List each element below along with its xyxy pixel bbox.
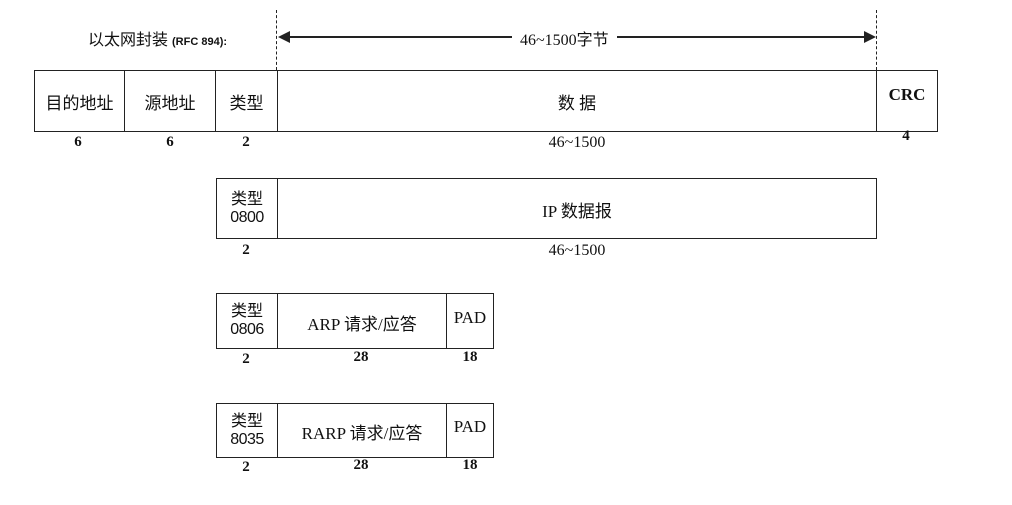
type-size: 2 bbox=[242, 134, 250, 150]
arp-type-field: 类型 0806 bbox=[217, 294, 278, 348]
rarp-pad-field: PAD bbox=[453, 417, 487, 436]
data-field: 数 据 bbox=[278, 71, 877, 131]
rarp-frame: 类型 8035 RARP 请求/应答 PAD bbox=[216, 403, 494, 458]
arp-type-label: 类型 bbox=[230, 303, 263, 320]
crc-size: 4 bbox=[902, 128, 910, 144]
crc-field: CRC bbox=[888, 85, 926, 104]
dest-addr-size: 6 bbox=[74, 134, 82, 150]
rarp-request-reply-field: RARP 请求/应答 bbox=[278, 404, 447, 457]
range-arrow-left-head bbox=[278, 31, 290, 43]
arp-pad-field: PAD bbox=[453, 308, 487, 327]
left-dashed-guide bbox=[276, 10, 277, 70]
arp-pad-size: 18 bbox=[462, 349, 478, 365]
rarp-pad-size: 18 bbox=[462, 457, 478, 473]
dest-addr-field: 目的地址 bbox=[35, 71, 125, 131]
rarp-type-field: 类型 8035 bbox=[217, 404, 278, 457]
ip-type-field: 类型 0800 bbox=[217, 179, 278, 238]
rarp-payload-size: 28 bbox=[353, 457, 369, 473]
right-dashed-guide bbox=[876, 10, 877, 70]
arp-payload-size: 28 bbox=[353, 349, 369, 365]
ip-type-label: 类型 bbox=[230, 190, 263, 208]
rarp-type-label: 类型 bbox=[230, 412, 263, 430]
encapsulation-title: 以太网封装 (RFC 894): bbox=[88, 26, 227, 50]
ip-type-size: 2 bbox=[242, 242, 250, 258]
arp-frame: 类型 0806 ARP 请求/应答 PAD bbox=[216, 293, 494, 349]
arp-type-code: 0806 bbox=[230, 321, 264, 338]
rarp-type-code: 8035 bbox=[230, 430, 264, 448]
data-size: 46~1500 bbox=[548, 134, 606, 151]
ip-type-code: 0800 bbox=[230, 208, 264, 226]
arp-type-size: 2 bbox=[242, 351, 250, 367]
range-label: 46~1500字节 bbox=[512, 26, 617, 50]
src-addr-size: 6 bbox=[166, 134, 174, 150]
ip-frame: 类型 0800 IP 数据报 bbox=[216, 178, 877, 239]
rfc-label: (RFC 894): bbox=[172, 36, 228, 48]
range-arrow-right-head bbox=[864, 31, 876, 43]
src-addr-field: 源地址 bbox=[125, 71, 216, 131]
ip-datagram-field: IP 数据报 bbox=[542, 202, 612, 221]
encapsulation-label: 以太网封装 bbox=[88, 32, 169, 49]
ip-datagram-size: 46~1500 bbox=[548, 242, 606, 259]
rarp-type-size: 2 bbox=[242, 459, 250, 475]
type-field: 类型 bbox=[216, 71, 278, 131]
arp-request-reply-field: ARP 请求/应答 bbox=[278, 294, 447, 348]
ethernet-frame: 目的地址 源地址 类型 数 据 CRC bbox=[34, 70, 938, 132]
